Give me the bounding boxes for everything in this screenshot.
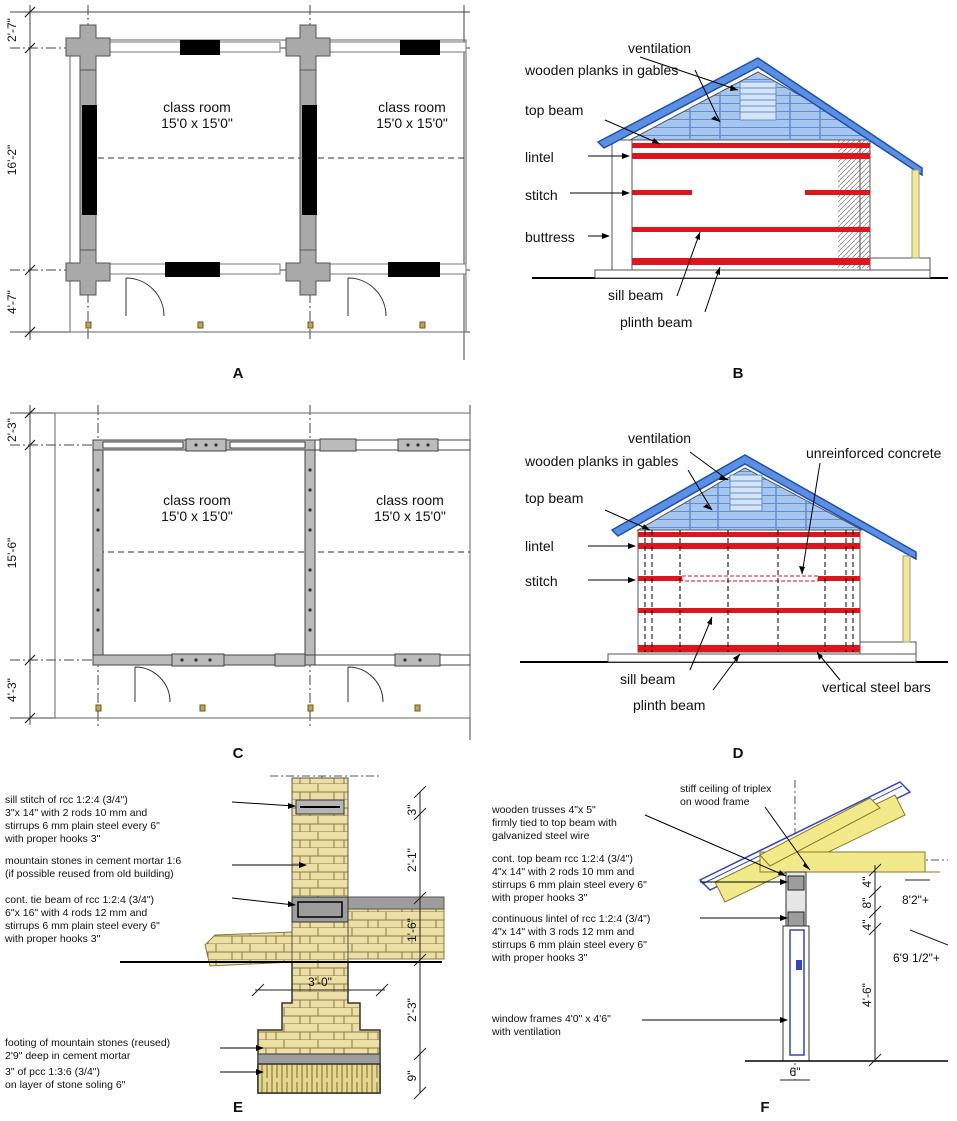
panel-d-ventilation-label: ventilation (628, 430, 691, 446)
panel-f-window-note: window frames 4'0" x 4'6" with ventilati… (491, 1013, 614, 1038)
panel-b-lintel-label: lintel (525, 149, 554, 165)
panel-b-stitch-label: stitch (525, 187, 558, 203)
panel-c-room-right: class room (376, 492, 444, 508)
panel-e-dim-9in: 9" (405, 1071, 419, 1082)
panel-a-room-right-size: 15'0 x 15'0" (376, 115, 448, 131)
panel-d-label: D (733, 745, 744, 762)
panel-a-label: A (233, 365, 244, 382)
panel-c-room-left-size: 15'0 x 15'0" (161, 508, 233, 524)
panel-f-dim-4in-top: 4" (860, 877, 874, 888)
panel-d-plinth-beam-label: plinth beam (633, 697, 705, 713)
panel-e-dim-1-6: 1'-6" (405, 918, 419, 942)
panel-a-floor-plan: 2'-7" 16'-2" 4'-7" class room 15'0 x 15'… (5, 5, 470, 382)
panel-f-dim-6-9: 6'9 1/2"+ (893, 951, 940, 965)
panel-d-lintel-label: lintel (525, 538, 554, 554)
panel-e-sill-stitch-note: sill stitch of rcc 1:2:4 (3/4") 3"x 14" … (4, 794, 163, 845)
panel-b-sill-beam-label: sill beam (608, 287, 663, 303)
panel-f-dim-8in: 8" (860, 898, 874, 909)
panel-c-dim-bottom: 4'-3" (5, 678, 19, 702)
panel-c-dim-middle: 15'-6" (5, 538, 19, 569)
panel-a-dim-top: 2'-7" (5, 18, 19, 42)
panel-c-floor-plan: 2'-3" 15'-6" 4'-3" class room 15'0 x 15'… (5, 405, 471, 762)
panel-a-room-left: class room (163, 99, 231, 115)
panel-b-ventilation-label: ventilation (628, 40, 691, 56)
panel-f-label: F (760, 1099, 769, 1116)
panel-f-dim-8-2: 8'2"+ (902, 893, 929, 907)
panel-e-pcc-note: 3" of pcc 1:3:6 (3/4") on layer of stone… (5, 1066, 126, 1091)
panel-e-dim-2-3: 2'-3" (405, 998, 419, 1022)
panel-e-dim-3in: 3" (405, 805, 419, 816)
panel-f-roof-section: stiff ceiling of triplex on wood frame w… (491, 780, 949, 1116)
panel-e-foundation-section: sill stitch of rcc 1:2:4 (3/4") 3"x 14" … (4, 775, 445, 1116)
panel-f-lintel-note: continuous lintel of rcc 1:2:4 (3/4") 4"… (491, 913, 653, 964)
panel-a-room-right: class room (378, 99, 446, 115)
panel-f-ceiling-note: stiff ceiling of triplex on wood frame (680, 783, 774, 808)
panel-b-elevation: ventilation wooden planks in gables top … (524, 40, 948, 382)
panel-f-dim-6in: 6" (790, 1065, 801, 1079)
panel-d-vertical-bars-label: vertical steel bars (822, 679, 931, 695)
panel-e-label: E (233, 1099, 243, 1116)
panel-d-unreinforced-label: unreinforced concrete (806, 445, 942, 461)
panel-f-dim-4-6: 4'-6" (860, 983, 874, 1007)
panel-d-gables-label: wooden planks in gables (524, 453, 678, 469)
panel-e-dim-width: 3'-0" (308, 975, 332, 989)
panel-e-footing-note: footing of mountain stones (reused) 2'9"… (5, 1037, 173, 1062)
panel-d-elevation: ventilation wooden planks in gables unre… (520, 430, 948, 762)
panel-e-mountain-stones-note: mountain stones in cement mortar 1:6 (if… (5, 855, 184, 880)
panel-d-sill-beam-label: sill beam (620, 671, 675, 687)
panel-e-dim-2-1: 2'-1" (405, 848, 419, 872)
panel-f-trusses-note: wooden trusses 4"x 5" firmly tied to top… (491, 804, 620, 842)
panel-f-dim-4in-bottom: 4" (860, 920, 874, 931)
panel-b-top-beam-label: top beam (525, 102, 583, 118)
panel-b-gables-label: wooden planks in gables (524, 62, 678, 78)
panel-c-dim-top: 2'-3" (5, 418, 19, 442)
panel-a-dim-middle: 16'-2" (5, 145, 19, 176)
panel-c-room-right-size: 15'0 x 15'0" (374, 508, 446, 524)
panel-d-stitch-label: stitch (525, 573, 558, 589)
panel-b-label: B (733, 365, 744, 382)
panel-a-dim-bottom: 4'-7" (5, 290, 19, 314)
panel-b-buttress-label: buttress (525, 229, 575, 245)
panel-f-top-beam-note: cont. top beam rcc 1:2:4 (3/4") 4"x 14" … (491, 853, 650, 904)
panel-a-room-left-size: 15'0 x 15'0" (161, 115, 233, 131)
panel-c-label: C (233, 745, 244, 762)
panel-e-tie-beam-note: cont. tie beam of rcc 1:2:4 (3/4") 6"x 1… (4, 894, 163, 945)
panel-c-room-left: class room (163, 492, 231, 508)
panel-d-top-beam-label: top beam (525, 490, 583, 506)
panel-b-plinth-beam-label: plinth beam (620, 314, 692, 330)
